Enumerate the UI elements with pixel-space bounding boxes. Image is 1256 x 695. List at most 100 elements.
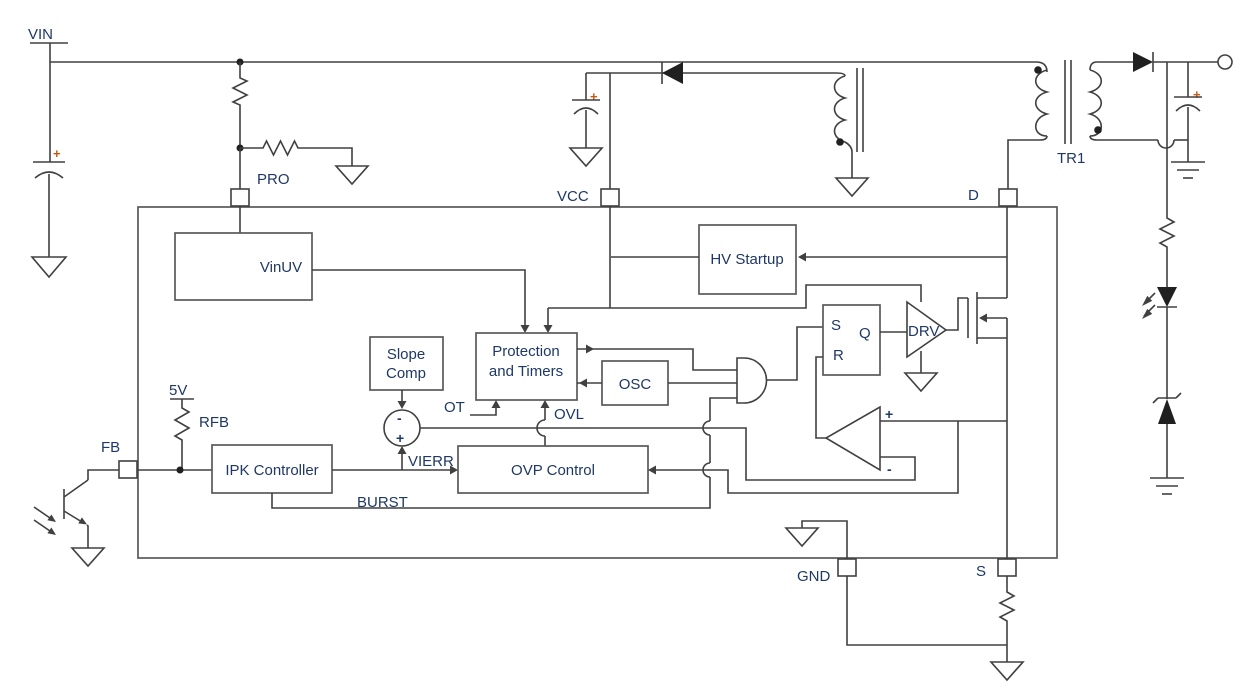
wire-hop xyxy=(702,462,711,478)
pro-divider-section xyxy=(231,58,370,189)
earth-ground-icon xyxy=(1171,161,1205,179)
fb-pin-label: FB xyxy=(101,439,120,456)
sr-latch-block xyxy=(822,304,881,376)
sense-comparator: + - xyxy=(815,356,1007,477)
ground-triangle-icon xyxy=(989,661,1025,682)
hv-startup-block-label: HV Startup xyxy=(710,251,783,268)
ground-triangle-icon xyxy=(30,256,68,279)
hv-startup-block xyxy=(698,224,797,295)
pro-pin-label: PRO xyxy=(257,171,290,188)
ground-triangle-icon xyxy=(903,372,939,393)
polarity-dot-icon xyxy=(836,138,844,146)
current-limit-wire xyxy=(420,427,916,481)
comparator-output-wire xyxy=(815,356,826,439)
light-arrows-icon xyxy=(33,506,56,535)
sense-resistor xyxy=(998,576,1016,662)
slope-comp-label-line2: Comp xyxy=(386,365,426,382)
rfb-resistor xyxy=(173,399,191,470)
vierr-signal: VIERR xyxy=(397,446,454,470)
ovl-label: OVL xyxy=(554,406,584,423)
burst-label: BURST xyxy=(357,494,408,511)
ground-triangle-icon xyxy=(334,165,370,186)
output-section: + xyxy=(1133,52,1233,495)
upper-divider-resistor xyxy=(231,62,249,148)
ground-triangle-icon xyxy=(70,547,106,568)
latch-r-label: R xyxy=(833,347,844,364)
polarity-dot-icon xyxy=(1034,66,1042,74)
vcc-pin-label: VCC xyxy=(557,188,589,205)
vinuv-block-label: VinUV xyxy=(260,259,302,276)
output-diode xyxy=(1133,52,1154,72)
ovp-sense-wire xyxy=(648,421,959,494)
vcc-capacitor: + xyxy=(568,89,604,168)
vin-label: VIN xyxy=(28,26,53,43)
pro-pin xyxy=(230,188,250,207)
hv-startup-section: HV Startup xyxy=(611,224,1007,295)
tr1-transformer: TR1 xyxy=(1007,60,1188,189)
opto-led-icon xyxy=(1142,287,1177,319)
and-gate-icon xyxy=(736,357,768,404)
wire-hop xyxy=(702,420,711,436)
comparator-plus-mark: + xyxy=(885,406,893,422)
ovl-signal: OVL xyxy=(536,400,584,446)
vcc-supply-section: + xyxy=(568,62,870,198)
earth-ground-icon xyxy=(1150,477,1184,495)
primary-winding xyxy=(1034,69,1051,137)
fb-pin xyxy=(118,460,138,479)
ipk-controller-block xyxy=(211,444,333,494)
cap-plus-mark: + xyxy=(590,89,598,104)
vcc-diode xyxy=(661,62,683,84)
vin-rail xyxy=(50,61,1048,73)
d-pin xyxy=(998,188,1018,207)
5v-label: 5V xyxy=(169,382,187,399)
cap-plus-mark: + xyxy=(1193,87,1201,102)
comparator-icon xyxy=(824,405,881,472)
sum-plus-mark: + xyxy=(396,430,404,446)
protection-timers-block xyxy=(475,332,578,401)
ground-section xyxy=(784,520,1025,682)
power-mosfet xyxy=(967,207,1008,559)
ovp-control-block xyxy=(457,445,649,494)
feedback-resistor xyxy=(1158,62,1176,287)
latch-q-label: Q xyxy=(859,325,871,342)
ovp-control-label: OVP Control xyxy=(511,462,595,479)
tr1-label: TR1 xyxy=(1057,150,1085,167)
series-resistor xyxy=(240,139,353,166)
vcc-pin xyxy=(600,188,620,207)
aux-winding xyxy=(833,68,870,198)
gnd-pin xyxy=(837,558,857,577)
protection-label-line2: and Timers xyxy=(489,363,563,380)
vcc-internal-wires xyxy=(543,206,922,333)
cap-plus-mark: + xyxy=(53,146,61,161)
protection-label-line1: Protection xyxy=(492,343,560,360)
s-pin-label: S xyxy=(976,563,986,580)
rfb-label: RFB xyxy=(199,414,229,431)
slope-comp-section: Slope Comp - + xyxy=(369,336,916,481)
drv-label: DRV xyxy=(908,323,939,340)
ipk-controller-label: IPK Controller xyxy=(225,462,318,479)
comparator-minus-mark: - xyxy=(887,461,892,477)
sum-minus-mark: - xyxy=(397,410,402,426)
vinuv-block xyxy=(174,232,313,301)
burst-signal: BURST xyxy=(271,397,737,511)
latch-s-label: S xyxy=(831,317,841,334)
output-terminal xyxy=(1217,54,1233,70)
vierr-label: VIERR xyxy=(408,453,454,470)
protection-section: Protection and Timers OSC OT OVL xyxy=(444,332,737,446)
ot-signal: OT xyxy=(444,399,501,416)
osc-block-label: OSC xyxy=(619,376,652,393)
opto-transistor-section xyxy=(33,469,119,568)
s-pin xyxy=(997,558,1017,577)
ground-triangle-icon xyxy=(568,147,604,168)
pwm-logic-section: S Q R DRV xyxy=(736,297,968,404)
d-pin-label: D xyxy=(968,187,979,204)
junction-dot xyxy=(176,466,184,474)
slope-comp-block xyxy=(369,336,444,391)
drv-buffer-icon xyxy=(906,300,948,359)
gnd-pin-label: GND xyxy=(797,568,831,585)
wire-hop xyxy=(1157,139,1175,149)
feedback-branch xyxy=(1142,62,1184,495)
input-capacitor: + xyxy=(30,146,68,279)
